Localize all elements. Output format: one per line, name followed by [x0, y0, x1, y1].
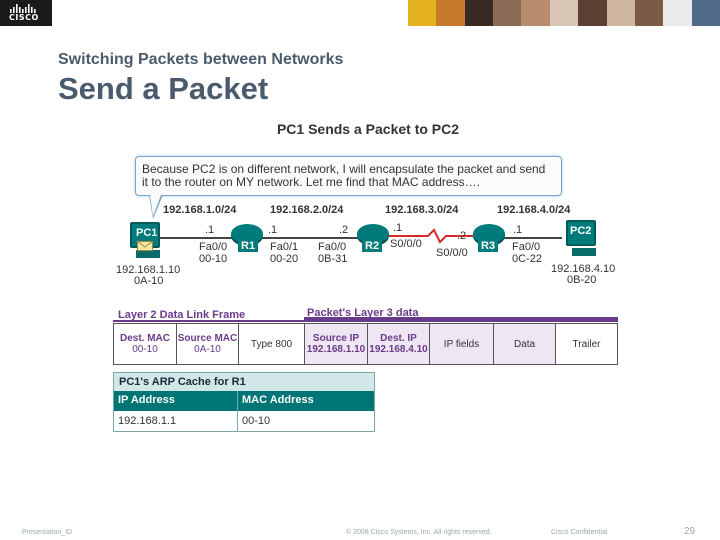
- page-number: 29: [684, 526, 696, 537]
- frame-cell-dest-ip: Dest. IP 192.168.4.10: [368, 324, 430, 364]
- router-r3-label: R3: [478, 240, 499, 252]
- footer-copyright: © 2008 Cisco Systems, Inc. All rights re…: [346, 529, 492, 536]
- frame-cell-dest-mac: Dest. MAC 00-10: [114, 324, 177, 364]
- banner-photo-9: [634, 0, 664, 26]
- data-link-frame: Dest. MAC 00-10 Source MAC 0A-10 Type 80…: [113, 323, 618, 365]
- r2-right-interface: S0/0/0: [390, 238, 422, 250]
- photo-banner: [408, 0, 720, 26]
- r1-left-mac: 00-10: [199, 253, 228, 265]
- speech-bubble: Because PC2 is on different network, I w…: [135, 156, 562, 196]
- pc2-label: PC2: [570, 225, 592, 237]
- router-r1-label: R1: [238, 240, 259, 252]
- layer2-bracket: [113, 320, 618, 322]
- slide-subtitle: Switching Packets between Networks: [58, 51, 344, 68]
- speech-bubble-text: Because PC2 is on different network, I w…: [142, 162, 546, 189]
- layer2-caption: Layer 2 Data Link Frame: [118, 309, 246, 321]
- slide-title: Send a Packet: [58, 71, 269, 106]
- banner-photo-7: [578, 0, 607, 26]
- cisco-bars-icon: [10, 4, 36, 13]
- r3-right-host: .1: [513, 224, 523, 236]
- router-r2-label: R2: [362, 240, 383, 252]
- pc2-icon: [566, 220, 596, 246]
- layer3-bracket: [304, 317, 618, 320]
- pc2-ip: 192.168.4.10: [551, 263, 616, 275]
- frame-cell-ip-fields: IP fields: [430, 324, 494, 364]
- frame-cell-trailer: Trailer: [572, 338, 601, 350]
- banner-photo-1: [408, 0, 437, 26]
- network-label-1: 192.168.1.0/24: [163, 204, 237, 216]
- serial-link-r2-r3: [388, 228, 474, 244]
- r2-left-host: .2: [339, 224, 349, 236]
- arp-cell-mac: 00-10: [242, 415, 271, 427]
- banner-photo-3: [464, 0, 494, 26]
- r1-right-mac: 00-20: [270, 253, 299, 265]
- r3-left-host: .2: [457, 230, 467, 242]
- pc1-ip: 192.168.1.10: [116, 264, 181, 276]
- r3-right-interface: Fa0/0: [512, 241, 541, 253]
- r3-left-interface: S0/0/0: [436, 247, 468, 259]
- pc2-mac: 0B-20: [567, 274, 597, 286]
- frame-cell-type: Type 800: [239, 324, 305, 364]
- link-r1-r2: [262, 237, 358, 239]
- frame-cell-source-mac: Source MAC 0A-10: [177, 324, 239, 364]
- r2-left-interface: Fa0/0: [318, 241, 347, 253]
- banner-photo-11: [691, 0, 720, 26]
- arp-cache-title: PC1's ARP Cache for R1: [114, 373, 374, 391]
- r1-right-interface: Fa0/1: [270, 241, 299, 253]
- arp-header-mac: MAC Address: [242, 394, 314, 406]
- arp-cell-ip: 192.168.1.1: [114, 411, 238, 431]
- r1-right-host: .1: [268, 224, 278, 236]
- r2-right-host: .1: [393, 222, 403, 234]
- r1-left-host: .1: [205, 224, 215, 236]
- arp-cache-table: PC1's ARP Cache for R1 IP Address MAC Ad…: [113, 372, 375, 432]
- banner-photo-10: [663, 0, 692, 26]
- link-r3-pc2: [478, 237, 562, 239]
- banner-photo-4: [493, 0, 522, 26]
- r3-right-mac: 0C-22: [512, 253, 542, 265]
- banner-photo-6: [549, 0, 579, 26]
- pc1-mac: 0A-10: [134, 275, 164, 287]
- network-label-2: 192.168.2.0/24: [270, 204, 344, 216]
- footer-presentation-id: Presentation_ID: [22, 529, 73, 536]
- table-row: 192.168.1.1 00-10: [114, 411, 374, 431]
- footer-confidential: Cisco Confidential: [551, 529, 608, 536]
- r1-left-interface: Fa0/0: [199, 241, 228, 253]
- logo-text: CISCO: [9, 13, 39, 22]
- frame-cell-source-ip: Source IP 192.168.1.10: [305, 324, 368, 364]
- network-label-3: 192.168.3.0/24: [385, 204, 459, 216]
- top-banner: CISCO: [0, 0, 720, 26]
- arp-header-ip: IP Address: [114, 391, 238, 411]
- cisco-logo: CISCO: [0, 0, 52, 26]
- layer3-caption: Packet's Layer 3 data: [307, 307, 419, 319]
- link-pc1-r1: [160, 237, 232, 239]
- banner-photo-2: [436, 0, 465, 26]
- pc1-label: PC1: [136, 227, 158, 239]
- banner-photo-8: [606, 0, 635, 26]
- diagram-title: PC1 Sends a Packet to PC2: [276, 121, 460, 137]
- arp-header-row: IP Address MAC Address: [114, 391, 374, 411]
- r2-left-mac: 0B-31: [318, 253, 348, 265]
- network-label-4: 192.168.4.0/24: [497, 204, 571, 216]
- banner-photo-5: [521, 0, 550, 26]
- frame-cell-data: Data: [494, 324, 556, 364]
- envelope-icon: [137, 241, 153, 251]
